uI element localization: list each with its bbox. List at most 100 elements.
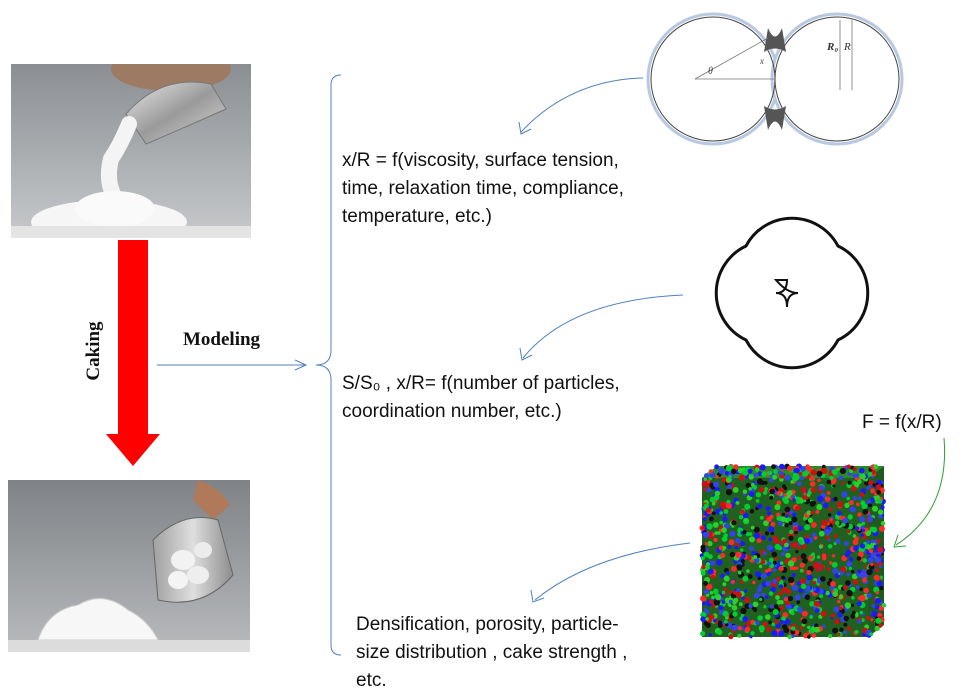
cube-particle [706,487,711,493]
cube-particle [859,467,865,474]
cube-particle [774,563,778,568]
cube-particle [772,560,777,565]
cube-particle [800,583,807,590]
cube-particle [758,564,763,569]
cube-particle [744,626,751,633]
cube-particle [740,509,745,514]
cube-particle [709,516,714,522]
cube-particle [712,588,719,595]
cube-particle [702,517,707,521]
cube-particle [838,606,843,611]
cube-particle [721,527,727,533]
cube-particle [703,477,707,481]
cube-particle [767,567,772,572]
cube-particle [722,610,729,617]
cube-particle [738,515,744,520]
cube-particle [803,492,807,496]
cube-particle [714,490,721,496]
cube-particle [794,594,801,601]
cube-particle [787,465,793,472]
cube-particle [809,615,813,619]
cube-particle [820,576,826,582]
cube-particle [748,491,755,498]
cube-particle [876,580,883,587]
cube-particle [753,526,760,533]
cube-particle [701,481,708,488]
cube-particle [875,590,879,595]
cube-particle [755,620,760,625]
cube-particle [729,551,736,558]
cube-particle [839,467,847,475]
cube-particle [731,565,737,572]
cube-particle [828,634,833,639]
cube-particle [721,600,726,604]
cube-particle [826,479,831,485]
cube-particle [779,463,785,470]
cube-particle [830,613,835,618]
cube-particle [759,515,764,520]
cube-particle [783,627,790,634]
cube-particle [770,521,776,527]
cube-particle [771,464,776,470]
cube-particle [810,476,815,481]
cube-particle [776,600,782,605]
cube-particle [731,605,738,611]
cube-particle [784,475,791,481]
cube-particle [783,597,789,602]
cube-particle [850,613,856,619]
cube-particle [797,525,803,531]
cube-particle [787,634,792,640]
cube-particle [827,513,832,517]
cube-particle [866,540,871,544]
cube-particle [832,484,836,488]
cube-particle [847,626,852,631]
cube-particle [713,599,721,606]
cube-particle [731,624,738,631]
cube-particle [737,626,742,631]
cube-particle [706,479,711,483]
cube-particle [700,616,706,622]
cube-particle [718,545,724,551]
cube-particle [768,620,772,625]
cube-particle [876,490,881,495]
cube-particle [860,543,866,549]
cube-particle [845,580,851,586]
cube-particle [724,619,728,624]
cube-particle [794,530,798,535]
cube-particle [822,624,826,628]
cube-particle [781,575,785,580]
cube-particle [810,469,817,476]
cube-particle [779,591,783,596]
cube-particle [843,622,848,627]
cube-particle [846,572,850,577]
cube-particle [767,506,771,510]
cube-particle [842,522,846,527]
cube-particle [723,587,728,592]
cube-particle [857,569,862,574]
cube-particle [763,605,767,609]
cube-particle [859,516,866,523]
cube-particle [761,592,766,597]
cube-particle [766,571,771,577]
cube-particle [795,550,799,554]
bracket-brace [315,74,342,656]
cube-particle [800,486,807,493]
cube-particle [795,566,799,570]
cube-particle [769,488,775,495]
cube-particle [778,566,784,572]
cube-particle [750,631,755,636]
cube-particle [871,526,878,533]
cube-particle [872,505,878,512]
cube-particle [791,573,796,578]
cube-particle [821,467,828,474]
cube-particle [753,473,758,478]
cube-particle [702,601,706,606]
cube-particle [796,600,801,605]
cube-particle [709,591,714,595]
cube-particle [745,532,750,537]
cube-particle [712,511,716,516]
connector-curve-1 [520,77,644,133]
cube-particle [770,531,775,536]
cube-particle [731,520,737,526]
cube-particle [726,571,730,575]
